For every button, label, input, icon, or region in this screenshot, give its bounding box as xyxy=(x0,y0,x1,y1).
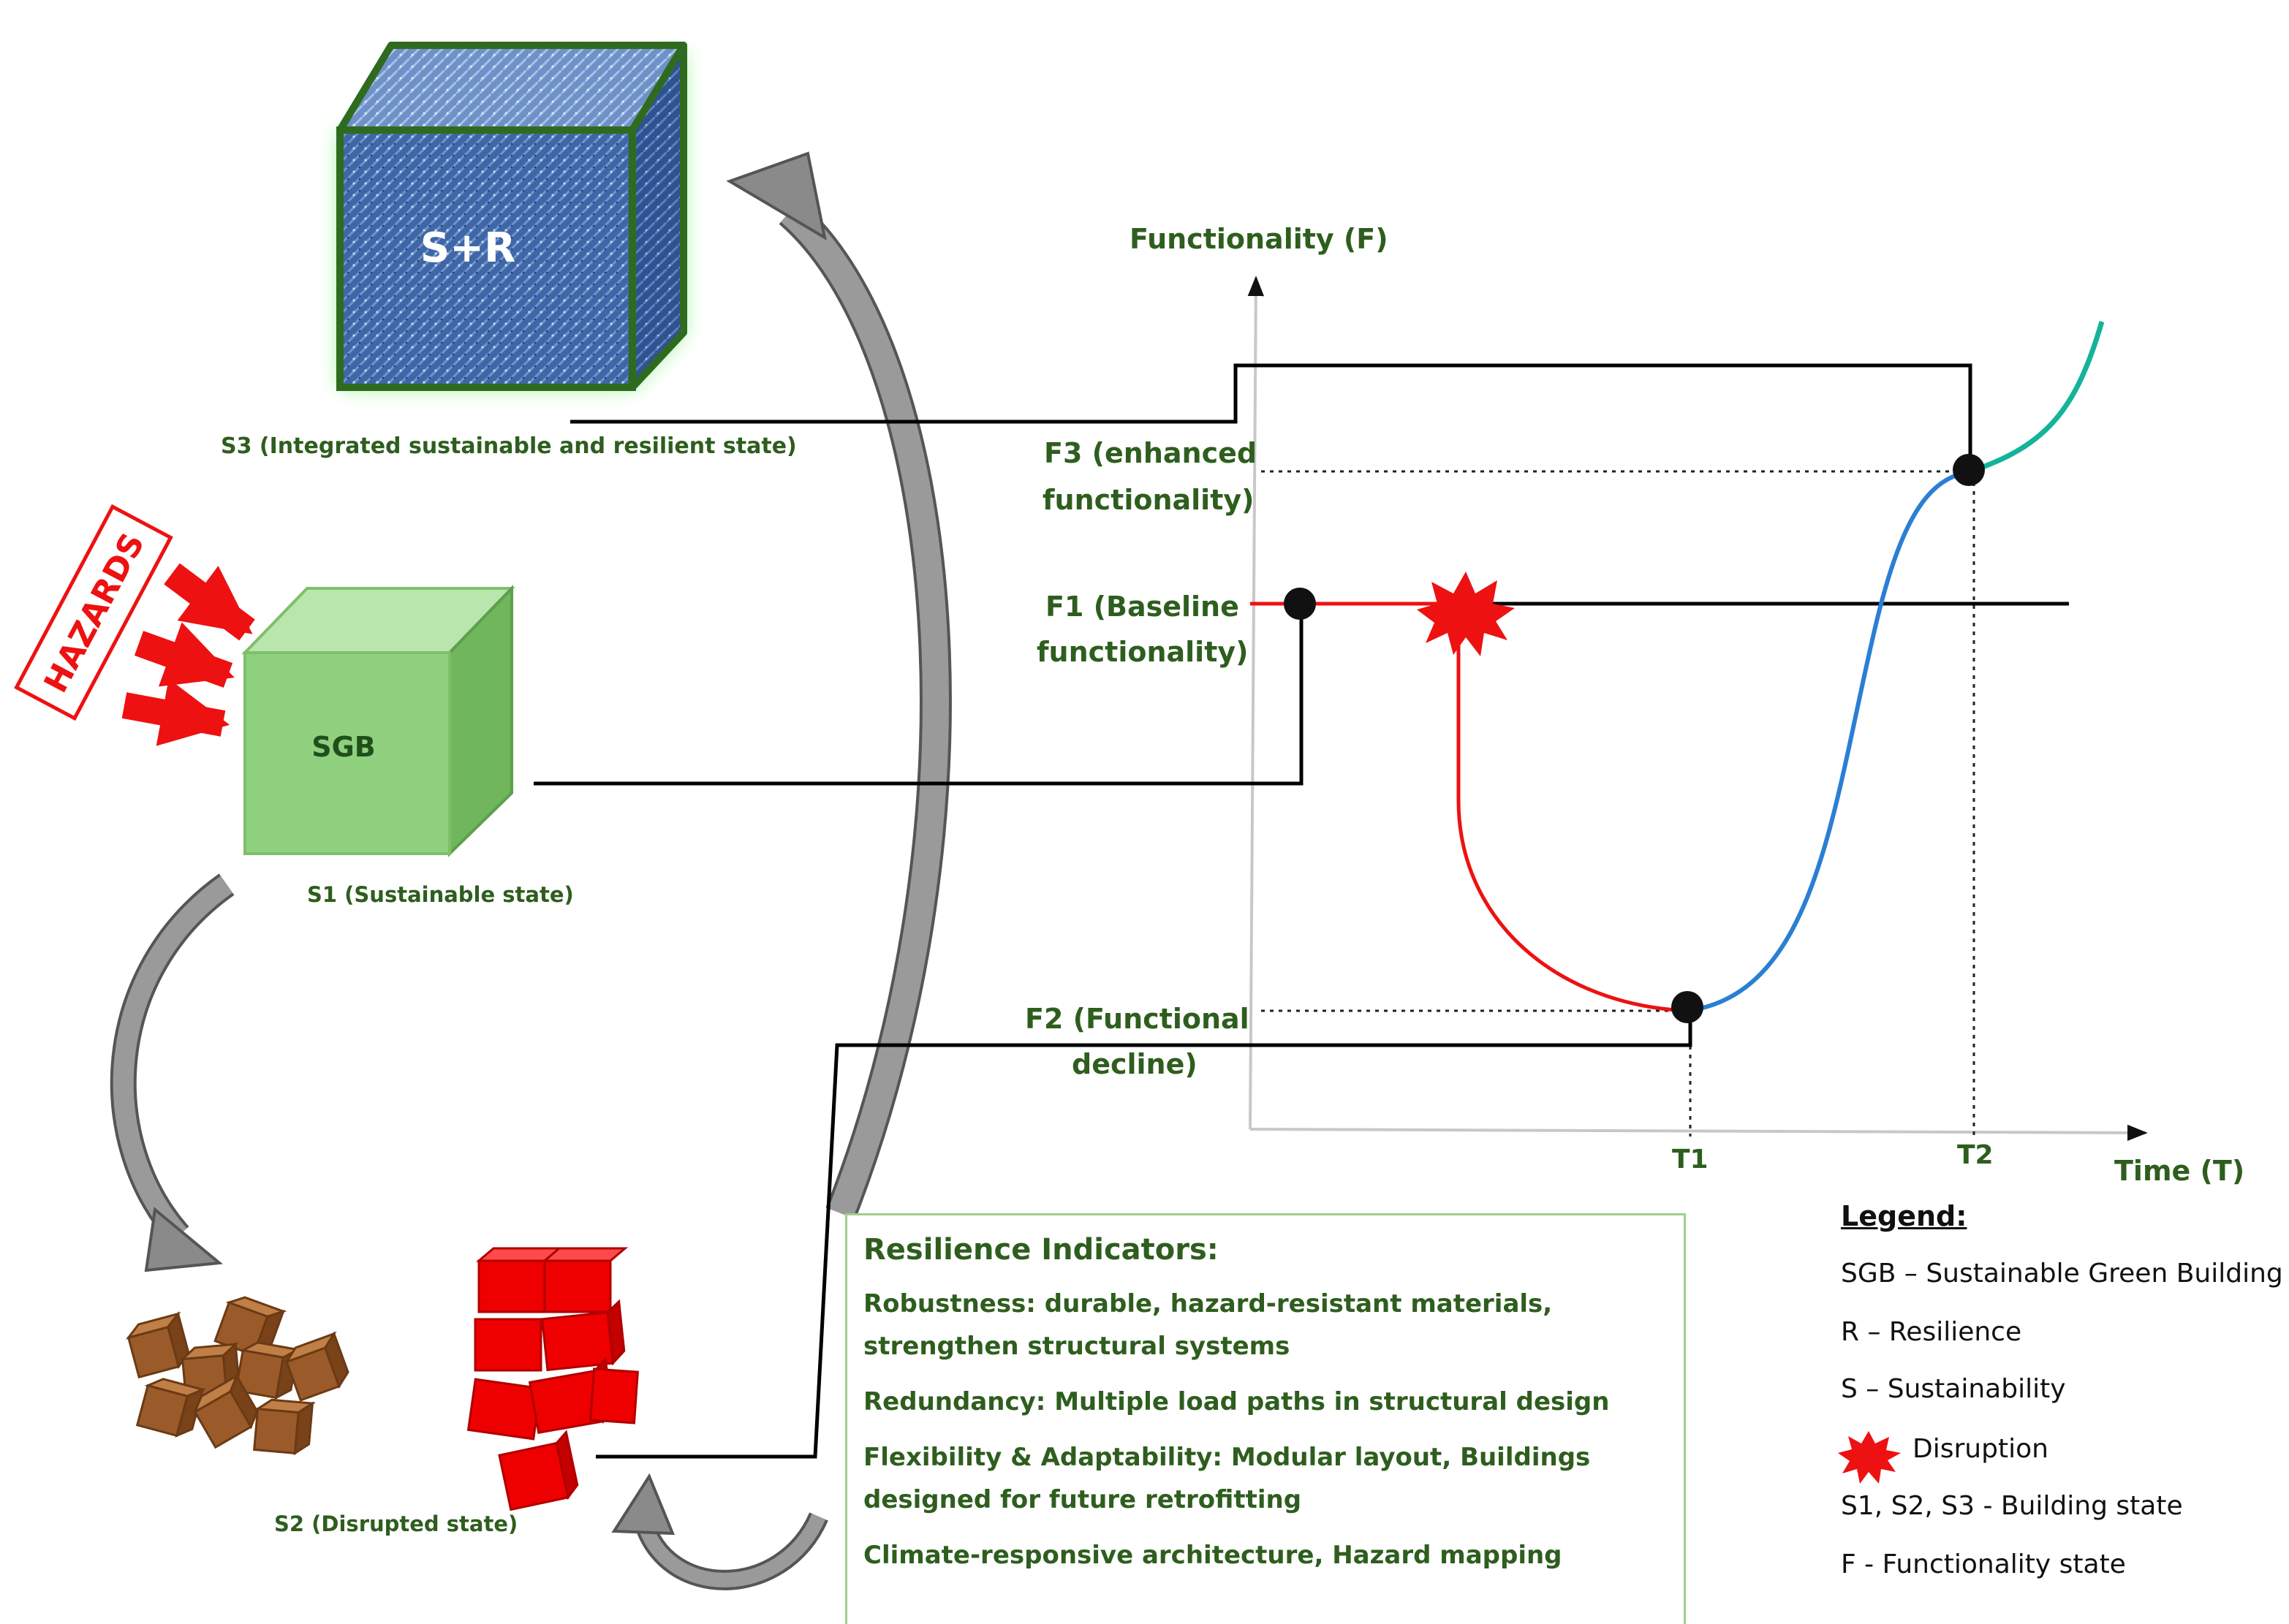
f2-label-line2: decline) xyxy=(1072,1048,1198,1080)
sgb-cube xyxy=(241,585,515,857)
dotted-guides xyxy=(1261,470,1975,1137)
enhanced-curve xyxy=(1969,321,2105,474)
f2-label-line1: F2 (Functional xyxy=(1025,1003,1249,1035)
point-f3 xyxy=(1953,454,1985,486)
arrow-s2-to-s3 xyxy=(726,151,952,1219)
debris-brown-blocks xyxy=(125,1296,349,1456)
indicators-title: Resilience Indicators: xyxy=(863,1233,1219,1267)
s3-state-label: S3 (Integrated sustainable and resilient… xyxy=(221,433,797,459)
arrow-s1-to-s2 xyxy=(110,873,235,1272)
hazard-arrows xyxy=(121,563,255,746)
indicator-flexibility: Flexibility & Adaptability: Modular layo… xyxy=(863,1443,1591,1514)
resilience-indicators-box: Resilience Indicators: Robustness: durab… xyxy=(845,1213,1686,1624)
legend-item-disruption: Disruption xyxy=(1912,1434,2048,1464)
legend-item-r: R – Resilience xyxy=(1841,1317,2022,1347)
f3-label-line1: F3 (enhanced xyxy=(1044,437,1257,469)
legend-item-s: S – Sustainability xyxy=(1841,1374,2066,1404)
x-axis xyxy=(1249,1124,2148,1142)
hazard-arrow-3 xyxy=(121,678,230,746)
sgb-cube-label: SGB xyxy=(311,731,376,763)
sr-cube-label: S+R xyxy=(420,224,515,272)
recovery-curve xyxy=(1687,469,1971,1013)
t2-tick-label: T2 xyxy=(1957,1140,1994,1170)
indicator-redundancy: Redundancy: Multiple load paths in struc… xyxy=(863,1387,1610,1416)
f1-label-line1: F1 (Baseline xyxy=(1045,591,1239,623)
indicator-climate: Climate-responsive architecture, Hazard … xyxy=(863,1541,1562,1570)
s3-connector xyxy=(570,363,1972,468)
s2-connector xyxy=(596,1012,1692,1459)
y-axis-title: Functionality (F) xyxy=(1130,223,1388,255)
s1-state-label: S1 (Sustainable state) xyxy=(307,882,574,907)
x-axis-title: Time (T) xyxy=(2114,1155,2245,1187)
state-connector-lines xyxy=(534,363,2069,1459)
hazards-sign: HAZARDS xyxy=(14,504,173,721)
s2-state-label: S2 (Disrupted state) xyxy=(274,1511,518,1536)
s1-connector xyxy=(534,605,1304,786)
legend-item-f: F - Functionality state xyxy=(1841,1549,2126,1579)
point-f1 xyxy=(1284,588,1316,620)
point-f2 xyxy=(1671,991,1703,1023)
t1-tick-label: T1 xyxy=(1672,1145,1709,1175)
hazard-arrow-2 xyxy=(134,622,235,688)
legend-title: Legend: xyxy=(1841,1200,1967,1232)
y-axis xyxy=(1247,276,1265,1130)
arrow-indicators-to-s2 xyxy=(611,1473,828,1590)
decline-curve xyxy=(1456,627,1688,1013)
f3-label-line2: functionality) xyxy=(1043,484,1255,516)
f1-label-line2: functionality) xyxy=(1037,636,1249,668)
legend-disruption-icon xyxy=(1838,1431,1901,1484)
legend-item-sgb: SGB – Sustainable Green Building xyxy=(1841,1259,2283,1289)
indicator-robustness: Robustness: durable, hazard-resistant ma… xyxy=(863,1289,1553,1361)
disruption-icon xyxy=(1417,572,1515,656)
hazard-arrow-1 xyxy=(164,563,255,641)
red-broken-cube xyxy=(466,1247,639,1511)
sr-cube xyxy=(336,42,687,391)
legend-item-states: S1, S2, S3 - Building state xyxy=(1841,1491,2183,1521)
